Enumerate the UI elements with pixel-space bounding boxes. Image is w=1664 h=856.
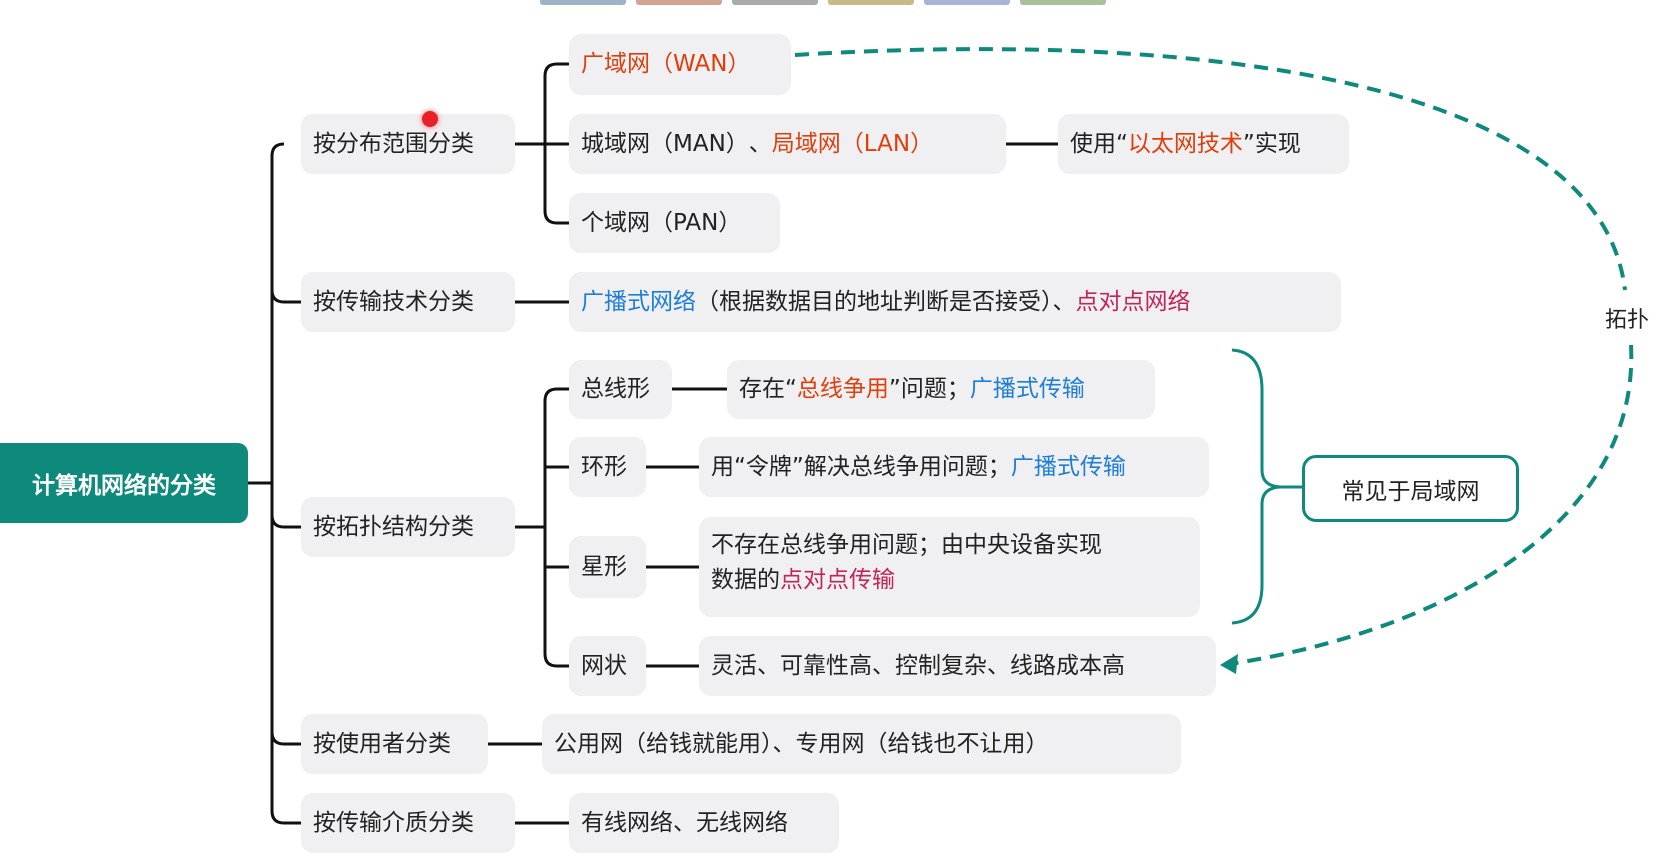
node-star-detail[interactable]: 不存在总线争用问题；由中央设备实现 数据的点对点传输	[699, 517, 1200, 617]
ethernet-text: 以太网技术	[1127, 130, 1243, 157]
node-man-lan[interactable]: 城域网（MAN）、局域网（LAN）	[569, 114, 1006, 174]
hl-text: 总线争用	[796, 376, 889, 403]
text: ”实现	[1242, 130, 1301, 157]
toolbar-tab[interactable]	[924, 0, 1010, 5]
node-wan[interactable]: 广域网（WAN）	[569, 34, 791, 95]
node-ring[interactable]: 环形	[569, 437, 646, 497]
brace	[1231, 348, 1281, 625]
node-ring-detail[interactable]: 用“令牌”解决总线争用问题；广播式传输	[699, 437, 1209, 497]
lan-text: 局域网（LAN）	[771, 130, 934, 157]
toolbar-tab[interactable]	[540, 0, 626, 5]
toolbar-tab[interactable]	[828, 0, 914, 5]
topology-link-label: 拓扑	[1605, 308, 1650, 333]
node-medium-detail[interactable]: 有线网络、无线网络	[569, 793, 839, 853]
node-star[interactable]: 星形	[569, 536, 646, 598]
lan-common-note[interactable]: 常见于局域网	[1302, 455, 1519, 522]
broadcast-text: 广播式传输	[969, 376, 1085, 403]
man-text: 城域网（MAN）	[581, 130, 749, 157]
topology-dashed-link	[794, 47, 1627, 291]
text: 存在“	[739, 376, 797, 403]
text: 用“令牌”解决总线争用问题；	[711, 453, 1011, 480]
toolbar-tab[interactable]	[732, 0, 818, 5]
node-pan[interactable]: 个域网（PAN）	[569, 193, 780, 253]
text: ”问题；	[888, 376, 970, 403]
text: 数据的	[711, 566, 780, 593]
toolbar-tab[interactable]	[1020, 0, 1106, 5]
node-bus[interactable]: 总线形	[569, 360, 672, 419]
node-by-medium[interactable]: 按传输介质分类	[301, 793, 515, 853]
node-tech-detail[interactable]: 广播式网络（根据数据目的地址判断是否接受）、点对点网络	[569, 272, 1341, 332]
node-mesh[interactable]: 网状	[569, 636, 646, 696]
text: 不存在总线争用问题；由中央设备实现	[711, 532, 1102, 558]
root-node[interactable]: 计算机网络的分类	[0, 443, 248, 523]
toolbar-tab[interactable]	[636, 0, 722, 5]
node-user-detail[interactable]: 公用网（给钱就能用）、专用网（给钱也不让用）	[542, 714, 1181, 774]
node-ethernet[interactable]: 使用“以太网技术”实现	[1058, 114, 1349, 174]
arrow-head-icon	[1220, 654, 1238, 674]
cursor-pointer-dot	[422, 111, 438, 127]
text: （根据数据目的地址判断是否接受）、	[696, 288, 1076, 315]
node-mesh-detail[interactable]: 灵活、可靠性高、控制复杂、线路成本高	[699, 636, 1216, 696]
separator: 、	[748, 130, 772, 157]
node-by-scope[interactable]: 按分布范围分类	[301, 114, 515, 174]
text: 使用“	[1070, 130, 1128, 157]
node-by-user[interactable]: 按使用者分类	[301, 714, 488, 774]
p2p-text: 点对点网络	[1075, 288, 1191, 315]
node-by-tech[interactable]: 按传输技术分类	[301, 272, 515, 332]
broadcast-text: 广播式网络	[581, 288, 696, 315]
top-toolbar-strip	[540, 0, 1106, 5]
text-line: 数据的点对点传输	[711, 563, 1188, 598]
broadcast-text: 广播式传输	[1010, 453, 1126, 480]
node-by-topology[interactable]: 按拓扑结构分类	[301, 497, 515, 557]
p2p-text: 点对点传输	[780, 566, 895, 593]
node-bus-detail[interactable]: 存在“总线争用”问题；广播式传输	[727, 360, 1155, 419]
